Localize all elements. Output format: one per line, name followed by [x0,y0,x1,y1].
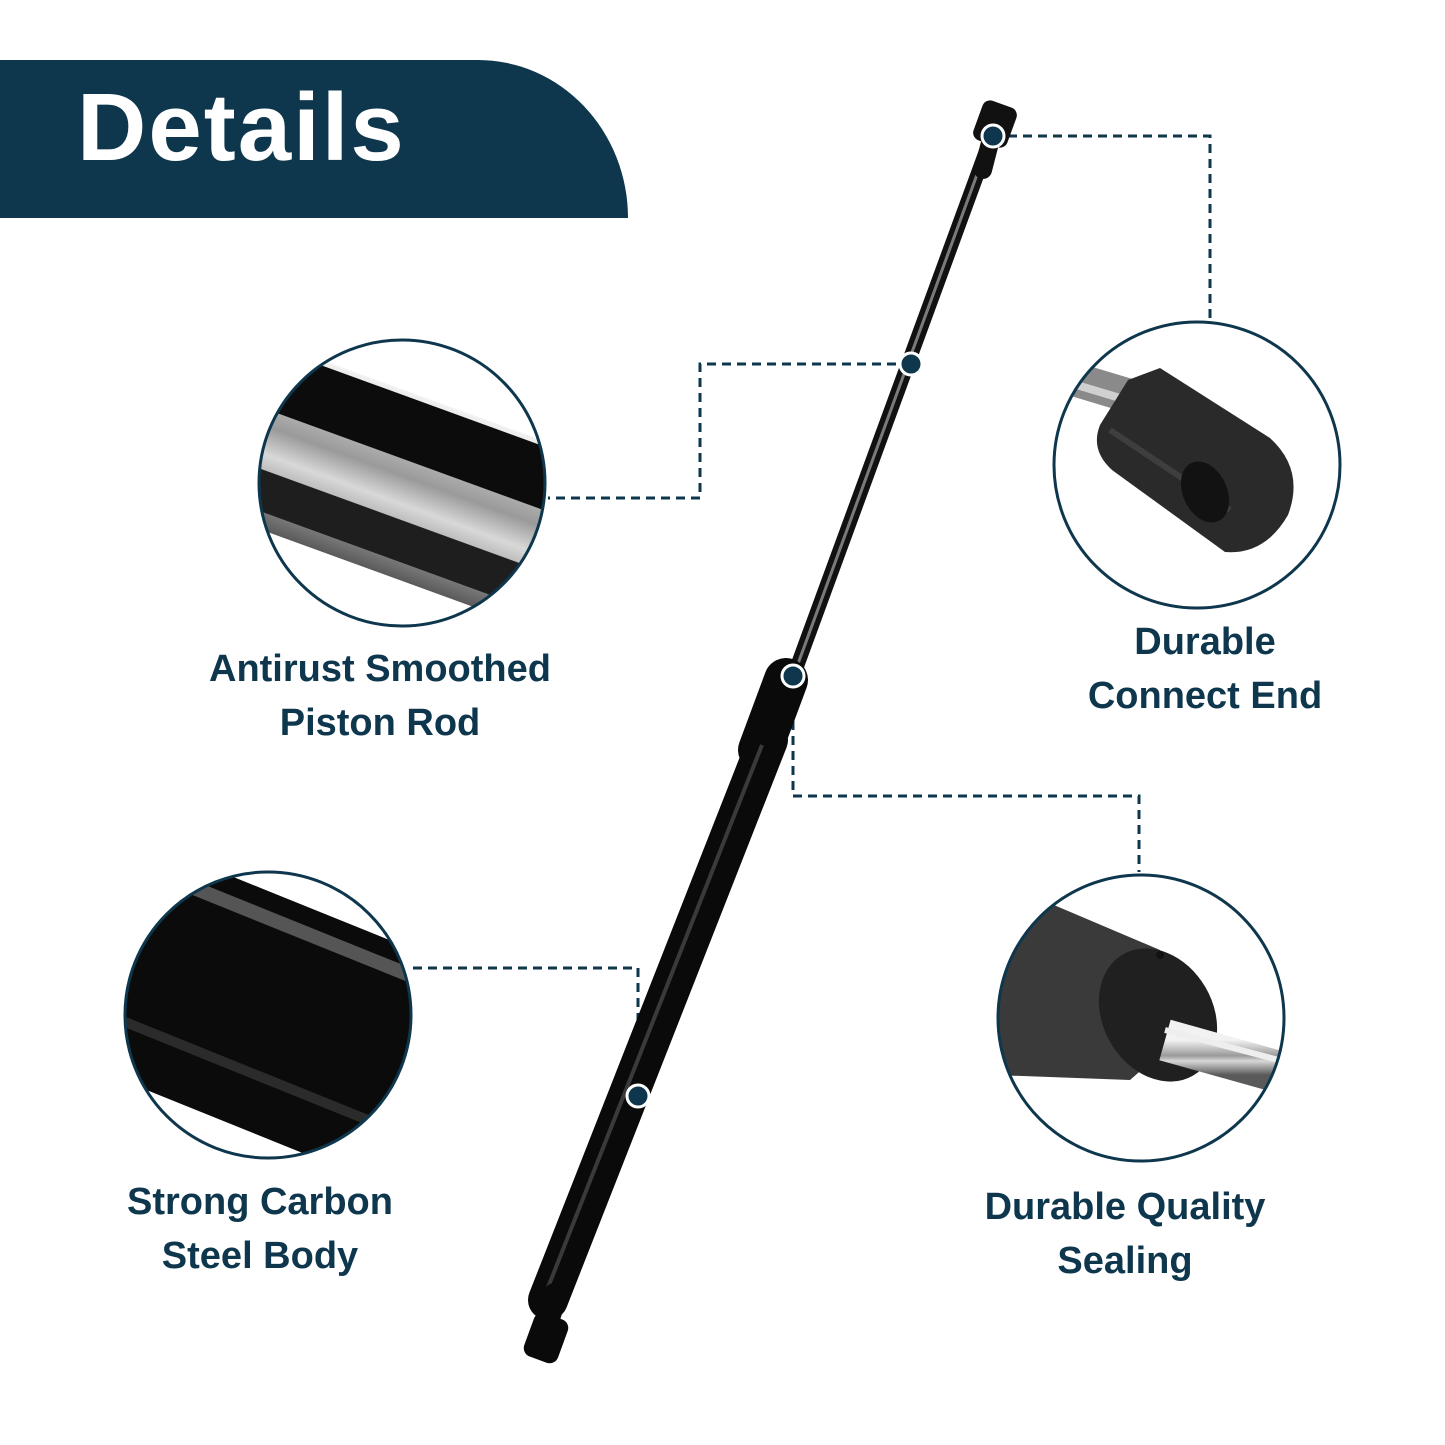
zoom-circle-connect-end [1052,320,1342,610]
leader-line-end [993,134,1212,320]
caption-line: Piston Rod [279,702,481,744]
leader-line-body [413,966,640,1096]
anchor-dot-seal [780,663,806,689]
caption-line: Connect End [1087,675,1323,717]
lower-end-fitting [523,1312,569,1364]
caption-sealing: Durable Quality Sealing [950,1180,1300,1288]
zoom-circle-piston-rod [257,338,547,628]
zoom-circle-sealing [996,873,1286,1163]
leader-line-rod [548,362,911,500]
caption-connect-end: Durable Connect End [1040,615,1370,723]
caption-line: Durable Quality [984,1186,1266,1228]
cylinder-body [528,720,788,1320]
anchor-dot-rod [898,351,924,377]
anchor-dot-body [625,1083,651,1109]
leader-line-seal [791,676,1141,872]
caption-steel-body: Strong Carbon Steel Body [90,1175,430,1283]
caption-line: Sealing [1057,1240,1193,1282]
caption-piston-rod: Antirust Smoothed Piston Rod [160,642,600,750]
header-banner [0,60,628,218]
caption-line: Strong Carbon [127,1181,393,1223]
caption-line: Antirust Smoothed [209,648,551,690]
caption-line: Durable [1134,621,1276,663]
zoom-circle-steel-body [123,870,413,1160]
anchor-dot-end [980,123,1006,149]
caption-line: Steel Body [161,1235,359,1277]
page-title: Details [77,74,406,181]
